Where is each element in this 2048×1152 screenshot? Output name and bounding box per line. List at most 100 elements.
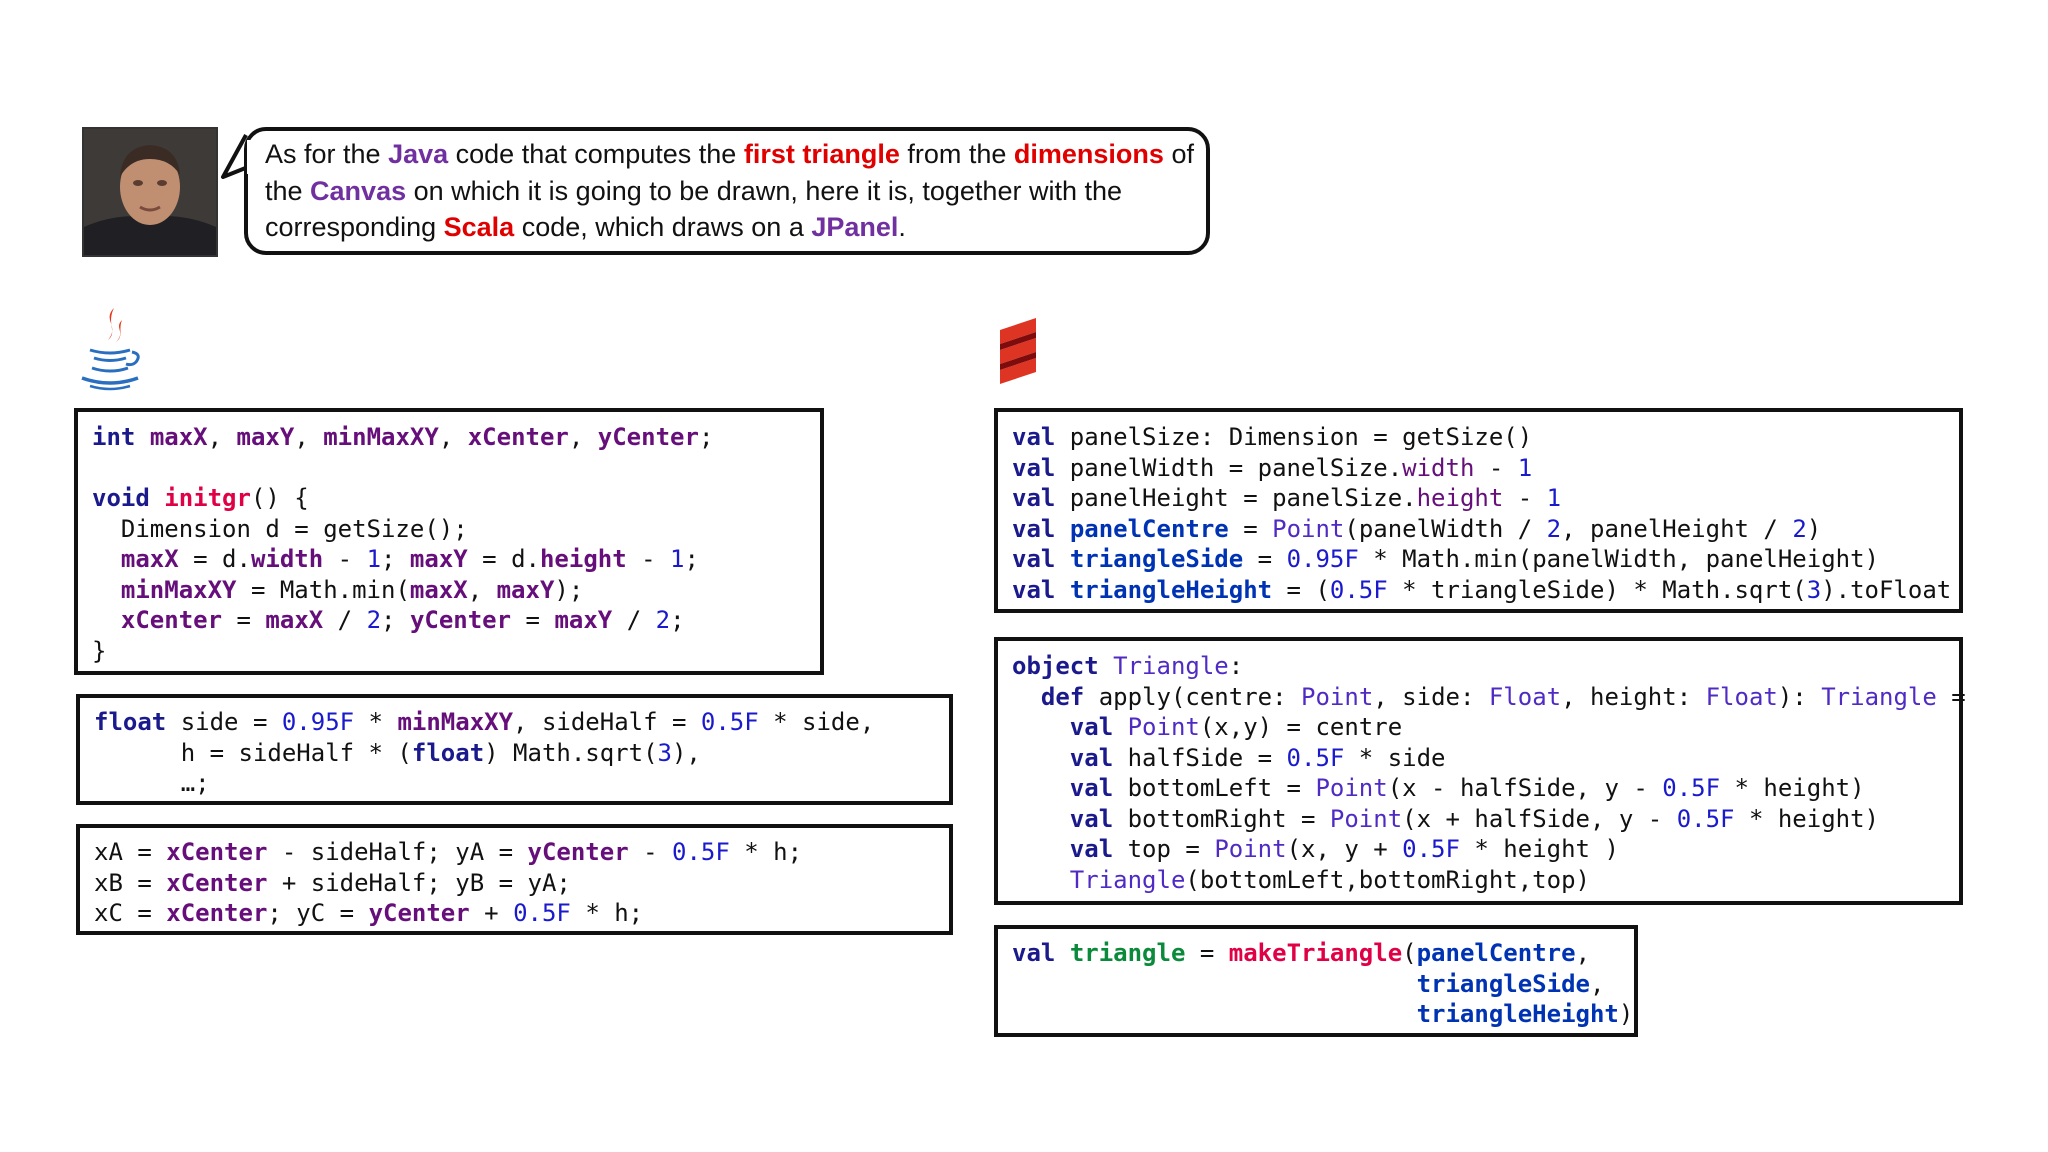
code-token: ; — [381, 606, 410, 634]
code-token: val — [1012, 514, 1056, 543]
code-token — [1012, 713, 1070, 741]
code-token — [92, 606, 121, 634]
code-token: ).toFloat — [1821, 575, 1952, 604]
code-token: 0.5F — [672, 838, 730, 866]
code-token: val — [1012, 484, 1056, 512]
code-line: } — [92, 636, 820, 667]
scala-object-code-box: object Triangle: def apply(centre: Point… — [994, 637, 1966, 905]
highlight-dimensions: dimensions — [1013, 139, 1164, 169]
code-token: xCenter — [120, 606, 223, 634]
code-token: Triangle — [1821, 682, 1937, 711]
code-token: width — [250, 545, 324, 573]
code-token: xCenter — [166, 838, 268, 866]
code-line: val panelSize: Dimension = getSize() — [1012, 422, 1959, 453]
code-token: apply(centre: — [1084, 682, 1302, 711]
code-token: 0.5F — [1662, 774, 1721, 802]
code-token: 1 — [1517, 453, 1533, 482]
code-line: val triangle = makeTriangle(panelCentre, — [1012, 938, 1634, 969]
code-token: 2 — [366, 606, 382, 634]
code-token: maxX — [409, 575, 468, 604]
code-token: def — [1040, 682, 1085, 711]
code-token: float — [411, 738, 485, 767]
code-token: val — [1012, 453, 1056, 482]
code-token: = Math.min( — [236, 575, 410, 604]
code-token: val — [1012, 545, 1056, 573]
code-token: - — [626, 545, 671, 573]
code-token: - sideHalf; yA = — [267, 838, 528, 866]
code-token: : — [1228, 652, 1244, 680]
code-token: (x,y) = centre — [1199, 713, 1403, 741]
code-token: maxX — [265, 606, 324, 634]
code-token: void — [92, 484, 150, 512]
code-token: ): — [1777, 682, 1822, 711]
code-token: int — [92, 423, 136, 451]
code-token: xCenter — [166, 899, 268, 927]
code-token — [150, 484, 164, 512]
code-line: triangleHeight) — [1012, 999, 1634, 1030]
code-token — [1055, 545, 1069, 573]
code-token: 2 — [1546, 514, 1562, 543]
code-token: ) — [1806, 514, 1822, 543]
code-token: , — [1589, 969, 1605, 998]
code-token: width — [1402, 453, 1475, 482]
code-token: = — [1936, 682, 1966, 711]
code-token: maxY — [409, 545, 468, 573]
code-token — [1055, 576, 1069, 604]
code-token: 1 — [670, 545, 685, 573]
java-vertices-code-box: xA = xCenter - sideHalf; yA = yCenter - … — [76, 824, 953, 935]
code-token: * height ) — [1459, 835, 1619, 863]
code-line: val triangleHeight = (0.5F * triangleSid… — [1012, 575, 1959, 606]
code-token: ) — [1618, 1000, 1634, 1028]
code-token: / — [612, 606, 656, 634]
code-line: …; — [94, 768, 949, 799]
code-token: , sideHalf = — [513, 708, 701, 736]
code-token — [1012, 744, 1070, 772]
code-token: 2 — [655, 606, 671, 634]
highlight-first-triangle: first triangle — [743, 139, 900, 169]
code-token: height — [539, 545, 627, 573]
code-token: 0.5F — [1402, 835, 1460, 863]
code-token: triangle — [1069, 939, 1186, 967]
code-token: val — [1069, 804, 1114, 833]
code-token: , — [438, 423, 468, 451]
highlight-scala: Scala — [443, 212, 515, 242]
code-line: object Triangle: — [1012, 651, 1959, 682]
scala-logo-icon — [1000, 318, 1036, 384]
code-token: minMaxXY — [323, 423, 439, 451]
code-token: 0.5F — [1329, 575, 1388, 604]
code-token: Triangle — [1113, 652, 1229, 680]
code-token — [1012, 683, 1041, 711]
code-token: val — [1069, 743, 1114, 772]
code-token: Point — [1127, 713, 1200, 741]
code-token: = — [222, 606, 266, 634]
code-token: Float — [1705, 682, 1778, 711]
code-token: = — [1243, 545, 1287, 573]
code-token — [1055, 515, 1069, 543]
code-token: Float — [1488, 682, 1562, 711]
code-token: 1 — [366, 545, 382, 573]
code-line: val Point(x,y) = centre — [1012, 712, 1959, 743]
code-token: val — [1069, 835, 1114, 863]
code-token: bottomRight = — [1113, 804, 1330, 833]
code-token: panelCentre — [1416, 939, 1576, 967]
code-token: 2 — [1792, 514, 1807, 543]
code-token: 0.95F — [281, 708, 355, 736]
code-line: h = sideHalf * (float) Math.sqrt(3), — [94, 738, 949, 769]
code-token: yCenter — [597, 423, 699, 451]
code-token: Triangle — [1069, 865, 1186, 894]
code-line: val bottomLeft = Point(x - halfSide, y -… — [1012, 773, 1959, 804]
code-token: makeTriangle — [1228, 939, 1403, 967]
code-token — [1012, 774, 1070, 802]
code-token — [1012, 970, 1417, 998]
code-token — [1113, 713, 1127, 741]
code-token: (x, y + — [1286, 835, 1403, 863]
code-token: 0.5F — [700, 708, 759, 736]
code-token — [1055, 939, 1069, 967]
code-token: triangleHeight — [1069, 575, 1273, 604]
code-token: panelWidth = panelSize. — [1055, 453, 1403, 482]
code-line: xCenter = maxX / 2; yCenter = maxY / 2; — [92, 605, 820, 636]
code-line: def apply(centre: Point, side: Float, he… — [1012, 682, 1966, 713]
code-token: height — [1416, 484, 1504, 512]
code-token: 0.5F — [513, 899, 571, 927]
java-side-code-box: float side = 0.95F * minMaxXY, sideHalf … — [76, 694, 953, 805]
